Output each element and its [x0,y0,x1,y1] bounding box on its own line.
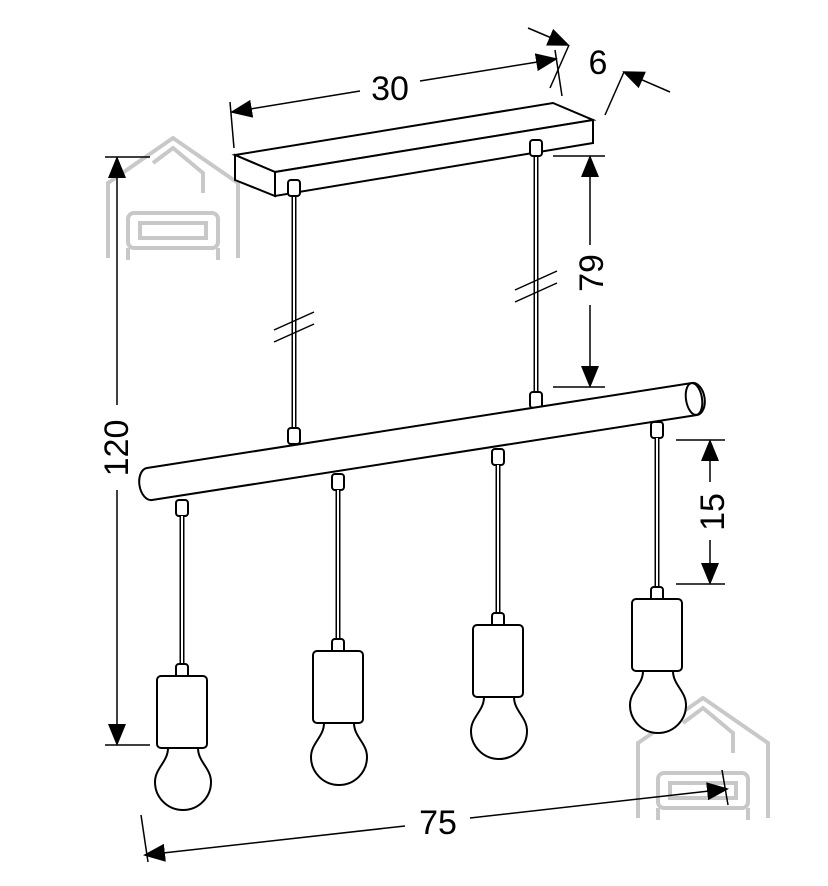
pendant-lamp [309,473,369,786]
dimension-socket-drop: 15 [676,439,732,585]
dimension-label-canopy-length: 30 [371,70,409,108]
canopy [231,101,597,198]
dimension-canopy-length: 30 [229,49,563,149]
suspension-cables [273,139,558,445]
dimension-label-bar-length: 75 [419,804,457,842]
dimension-label-socket-drop: 15 [694,493,732,531]
pendant-lamp [469,448,529,760]
dimension-total-height: 120 [98,156,150,746]
light-bar [138,381,706,502]
pendant-lamp [628,421,688,734]
dimension-label-canopy-depth: 6 [589,44,608,82]
dimension-bar-length: 75 [140,769,729,863]
dimension-label-cable-length: 79 [573,254,611,292]
dimension-cable-length: 79 [553,155,611,388]
dimension-canopy-depth: 6 [527,27,671,116]
pendant-lamp [153,499,213,811]
dimension-label-total-height: 120 [98,420,136,477]
